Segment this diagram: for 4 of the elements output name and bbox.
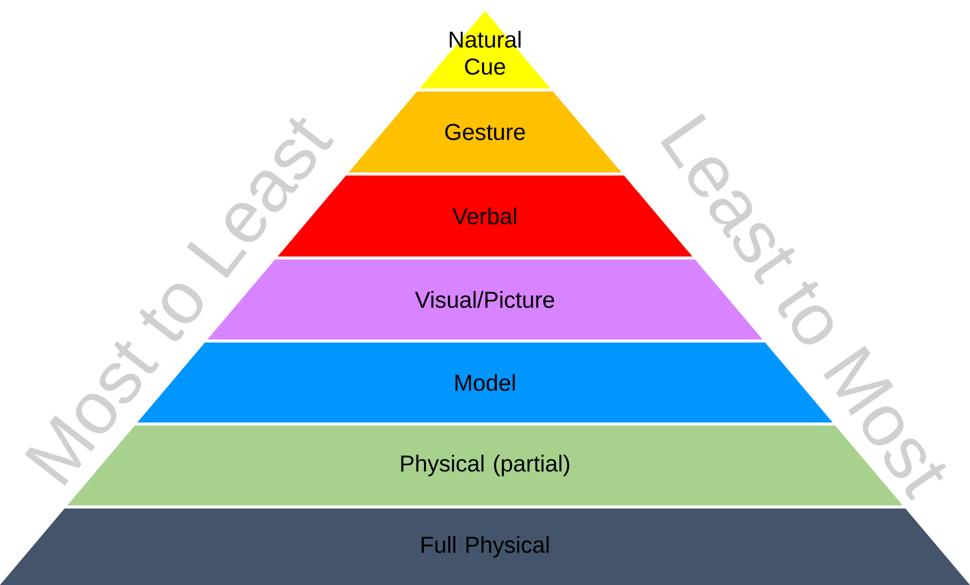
- pyramid-band: Verbal: [278, 176, 692, 256]
- pyramid-band: Full Physical: [0, 508, 970, 585]
- pyramid-band: Gesture: [348, 92, 622, 172]
- pyramid-band: Model: [137, 342, 833, 422]
